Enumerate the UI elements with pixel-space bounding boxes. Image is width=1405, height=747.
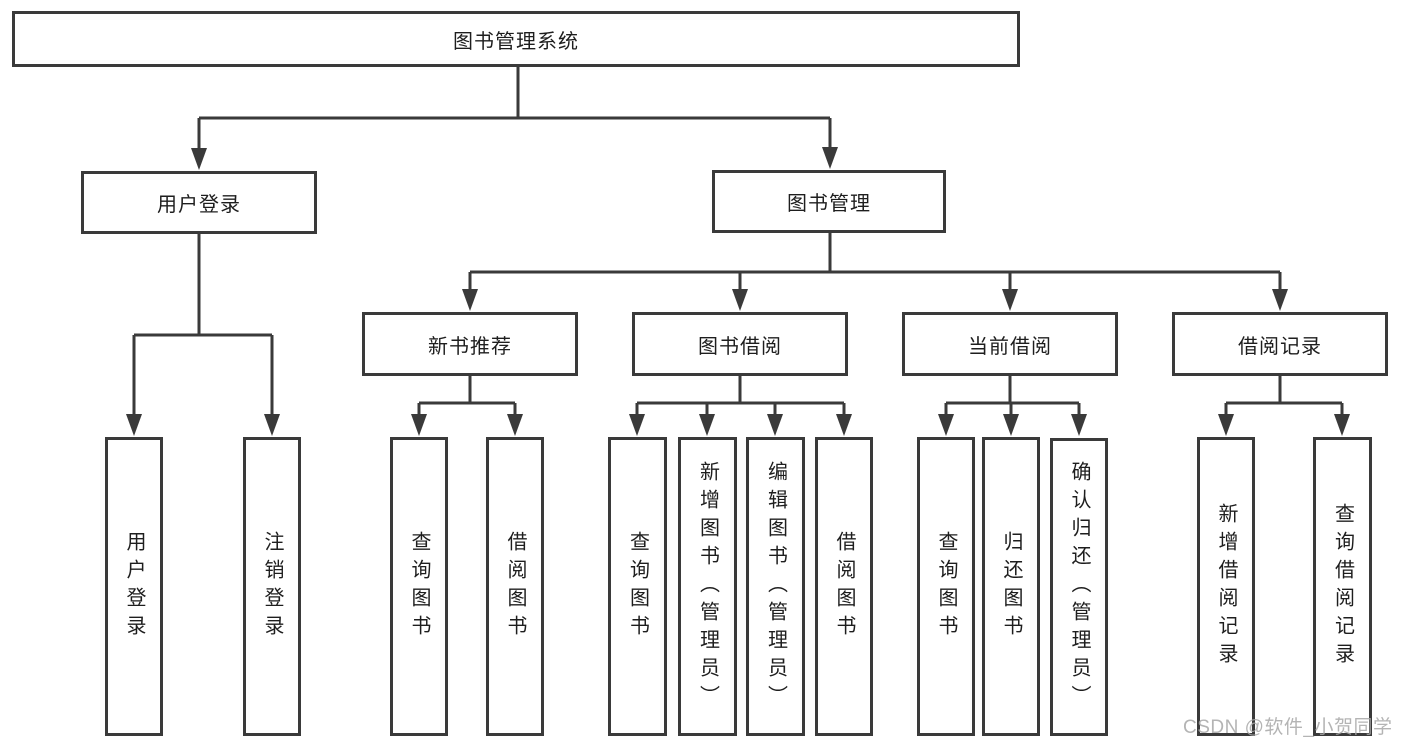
arrowhead-down: [1071, 414, 1087, 436]
leaf-add-book-admin: 新增图书（管理员）: [678, 437, 737, 736]
leaf-borrow-books-recommend-label: 借阅图书: [504, 530, 526, 643]
leaf-return-books: 归还图书: [982, 437, 1040, 736]
leaf-add-borrow-record: 新增借阅记录: [1197, 437, 1255, 736]
leaf-query-books-borrow: 查询图书: [608, 437, 667, 736]
leaf-query-borrow-record: 查询借阅记录: [1313, 437, 1372, 736]
leaf-query-books-current: 查询图书: [917, 437, 975, 736]
leaf-query-books-recommend-label: 查询图书: [408, 530, 430, 643]
node-user-login: 用户登录: [81, 171, 317, 234]
node-root-label: 图书管理系统: [453, 30, 579, 53]
node-current-borrow-label: 当前借阅: [968, 335, 1052, 358]
leaf-confirm-return-admin-label: 确认归还（管理员）: [1068, 461, 1090, 713]
connector-book-borrow-to-leaves: [629, 376, 852, 436]
arrowhead-down: [507, 414, 523, 436]
arrowhead-down: [462, 289, 478, 311]
connector-borrow-records-to-leaves: [1218, 376, 1350, 436]
node-book-management-label: 图书管理: [787, 193, 871, 215]
leaf-user-login-label: 用户登录: [123, 530, 145, 643]
connector-current-borrow-to-leaves: [938, 376, 1087, 436]
leaf-add-book-admin-label: 新增图书（管理员）: [696, 460, 719, 713]
leaf-confirm-return-admin: 确认归还（管理员）: [1050, 438, 1108, 736]
node-borrow-records-label: 借阅记录: [1238, 335, 1322, 358]
node-new-book-recommend-label: 新书推荐: [428, 335, 512, 358]
arrowhead-down: [938, 414, 954, 436]
leaf-query-borrow-record-label: 查询借阅记录: [1331, 502, 1354, 671]
leaf-query-books-current-label: 查询图书: [935, 530, 957, 643]
leaf-user-login: 用户登录: [105, 437, 163, 736]
arrowhead-down: [126, 414, 142, 436]
arrowhead-down: [836, 414, 852, 436]
leaf-return-books-label: 归还图书: [1000, 530, 1022, 643]
arrowhead-down: [767, 414, 783, 436]
arrowhead-down: [822, 147, 838, 169]
leaf-edit-book-admin: 编辑图书（管理员）: [746, 437, 805, 736]
arrowhead-down: [1334, 414, 1350, 436]
arrowhead-down: [1002, 289, 1018, 311]
arrowhead-down: [1272, 289, 1288, 311]
leaf-logout: 注销登录: [243, 437, 301, 736]
connector-user-login-to-leaves: [126, 234, 280, 436]
arrowhead-down: [1003, 414, 1019, 436]
node-user-login-label: 用户登录: [157, 194, 241, 216]
leaf-add-borrow-record-label: 新增借阅记录: [1215, 502, 1237, 671]
leaf-logout-label: 注销登录: [261, 530, 283, 643]
arrowhead-down: [629, 414, 645, 436]
arrowhead-down: [1218, 414, 1234, 436]
node-book-management: 图书管理: [712, 170, 946, 233]
leaf-edit-book-admin-label: 编辑图书（管理员）: [764, 460, 787, 713]
leaf-borrow-books-recommend: 借阅图书: [486, 437, 544, 736]
arrowhead-down: [732, 289, 748, 311]
leaf-query-books-recommend: 查询图书: [390, 437, 448, 736]
arrowhead-down: [191, 148, 207, 170]
node-borrow-records: 借阅记录: [1172, 312, 1388, 376]
node-new-book-recommend: 新书推荐: [362, 312, 578, 376]
node-root-system: 图书管理系统: [12, 11, 1020, 67]
node-book-borrow: 图书借阅: [632, 312, 848, 376]
leaf-query-books-borrow-label: 查询图书: [626, 530, 649, 643]
arrowhead-down: [264, 414, 280, 436]
csdn-watermark: CSDN @软件_小贺同学: [1183, 717, 1393, 738]
leaf-borrow-books-label: 借阅图书: [833, 530, 855, 643]
leaf-borrow-books: 借阅图书: [815, 437, 873, 736]
node-book-borrow-label: 图书借阅: [698, 335, 782, 358]
connector-book-management-to-level2: [462, 233, 1288, 311]
arrowhead-down: [699, 414, 715, 436]
connector-root-to-level1: [191, 67, 838, 170]
connector-new-book-to-leaves: [411, 376, 523, 436]
arrowhead-down: [411, 414, 427, 436]
node-current-borrow: 当前借阅: [902, 312, 1118, 376]
